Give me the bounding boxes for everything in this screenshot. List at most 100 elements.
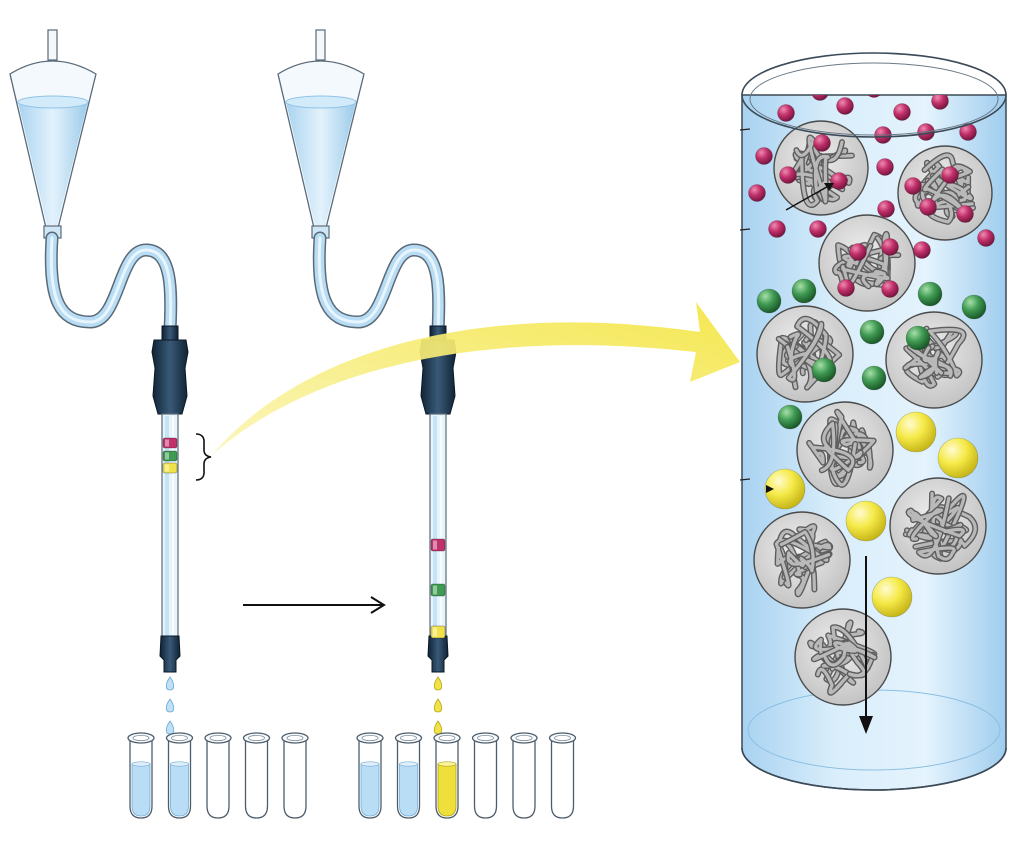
molecule-large-red [941, 166, 959, 184]
molecule-large-red [755, 147, 773, 165]
eluate-drop [433, 720, 443, 735]
band-medium-shine [165, 452, 169, 460]
test-tube-opening [209, 735, 227, 742]
band-small [430, 625, 446, 639]
eluate-drop [433, 698, 443, 713]
test-tube-opening [438, 735, 456, 742]
test-tube-filled [394, 732, 423, 819]
column-separated-funnel [277, 29, 446, 337]
funnel-liquid-surface [285, 95, 357, 109]
molecule-large-red [768, 220, 786, 238]
molecule-medium-green [905, 325, 931, 351]
bead-strand [812, 641, 877, 667]
molecule-large-red [977, 229, 995, 247]
test-tube-liquid [170, 763, 189, 817]
test-tube-empty [471, 732, 500, 819]
tubing-highlight [49, 236, 173, 332]
bead-strand [786, 322, 823, 382]
test-tube-empty [281, 732, 309, 819]
column-glass-shade [165, 416, 169, 638]
molecule-large-red [876, 158, 894, 176]
funnel-stem-top [47, 29, 58, 61]
column-top-cap [151, 339, 189, 415]
test-tube-liquid [399, 763, 418, 817]
magnified-column-view [739, 52, 1007, 791]
arrows [195, 302, 740, 614]
molecule-large-red [881, 238, 899, 256]
column-initial [151, 325, 189, 735]
molecule-large-red [893, 103, 911, 121]
test-tube-opening [132, 735, 150, 742]
bead-strand [779, 530, 831, 573]
molecule-large-red [959, 123, 977, 141]
test-tube-empty [242, 732, 271, 819]
bead-strand [908, 344, 943, 379]
cylinder-tick [739, 228, 751, 231]
test-tube-opening [171, 735, 188, 742]
funnel-liquid [286, 98, 356, 225]
funnel-liquid [18, 98, 88, 225]
molecule-large-red [956, 205, 974, 223]
band-small-shine [433, 627, 437, 637]
test-tube-filled [165, 732, 194, 819]
cylinder-tick [739, 478, 751, 481]
porous-bead [794, 608, 892, 706]
test-tube-opening [515, 735, 533, 742]
test-tube-opening [361, 735, 379, 742]
test-tube-glass [512, 739, 536, 819]
test-tube-opening [400, 735, 417, 742]
molecule-medium-green [756, 288, 782, 314]
bead-strand [832, 410, 876, 478]
molecule-large-red [836, 97, 854, 115]
molecule-large-red [811, 95, 829, 101]
test-tube-liquid [437, 763, 457, 817]
column-separated [419, 325, 457, 735]
test-tube-glass [206, 739, 230, 819]
bead-strand [836, 233, 890, 287]
tube-rack-after [356, 732, 577, 819]
molecule-large-red [904, 177, 922, 195]
entry-arrow-head [824, 183, 834, 191]
entry-arrow-shaft [785, 183, 833, 211]
molecule-large-red [919, 198, 937, 216]
eluate-drop [165, 676, 175, 691]
test-tube-glass [244, 739, 269, 819]
molecule-large-red [931, 95, 949, 110]
test-tube-empty [548, 732, 577, 819]
molecule-medium-green [917, 281, 943, 307]
molecule-medium-green [791, 278, 817, 304]
test-tube-liquid-surface [437, 761, 457, 767]
bead-strand [828, 417, 867, 486]
molecule-large-red [877, 200, 895, 218]
bead-strand [814, 638, 875, 678]
column-initial-funnel [9, 29, 178, 337]
column-bottom-cap [427, 635, 449, 673]
molecule-large-red [837, 279, 855, 297]
test-tube-empty [510, 732, 538, 819]
molecule-large-red [813, 134, 831, 152]
band-large-shine [165, 439, 169, 447]
porous-bead [885, 311, 983, 409]
bead-strand [794, 135, 830, 204]
molecule-small-yellow [895, 411, 937, 453]
band-medium-shine [433, 585, 437, 595]
porous-bead [889, 477, 987, 575]
molecule-large-red [865, 95, 883, 98]
molecule-large-red [809, 220, 827, 238]
band-medium [162, 450, 178, 462]
cylinder-tick [739, 128, 751, 131]
test-tube-yellow [433, 732, 461, 819]
flow-arrow-head [859, 716, 873, 734]
cylinder-rim-inner [749, 62, 999, 136]
progress-arrow-head [370, 596, 386, 614]
molecule-small-yellow [871, 576, 913, 618]
porous-bead [753, 511, 851, 609]
test-tube-glass [550, 739, 575, 819]
band-small [162, 462, 178, 474]
test-tube-opening [477, 735, 494, 742]
molecule-large-red [779, 166, 797, 184]
molecule-medium-green [777, 404, 803, 430]
test-tube-empty [204, 732, 232, 819]
band-large [162, 437, 178, 449]
molecule-large-red [849, 243, 867, 261]
